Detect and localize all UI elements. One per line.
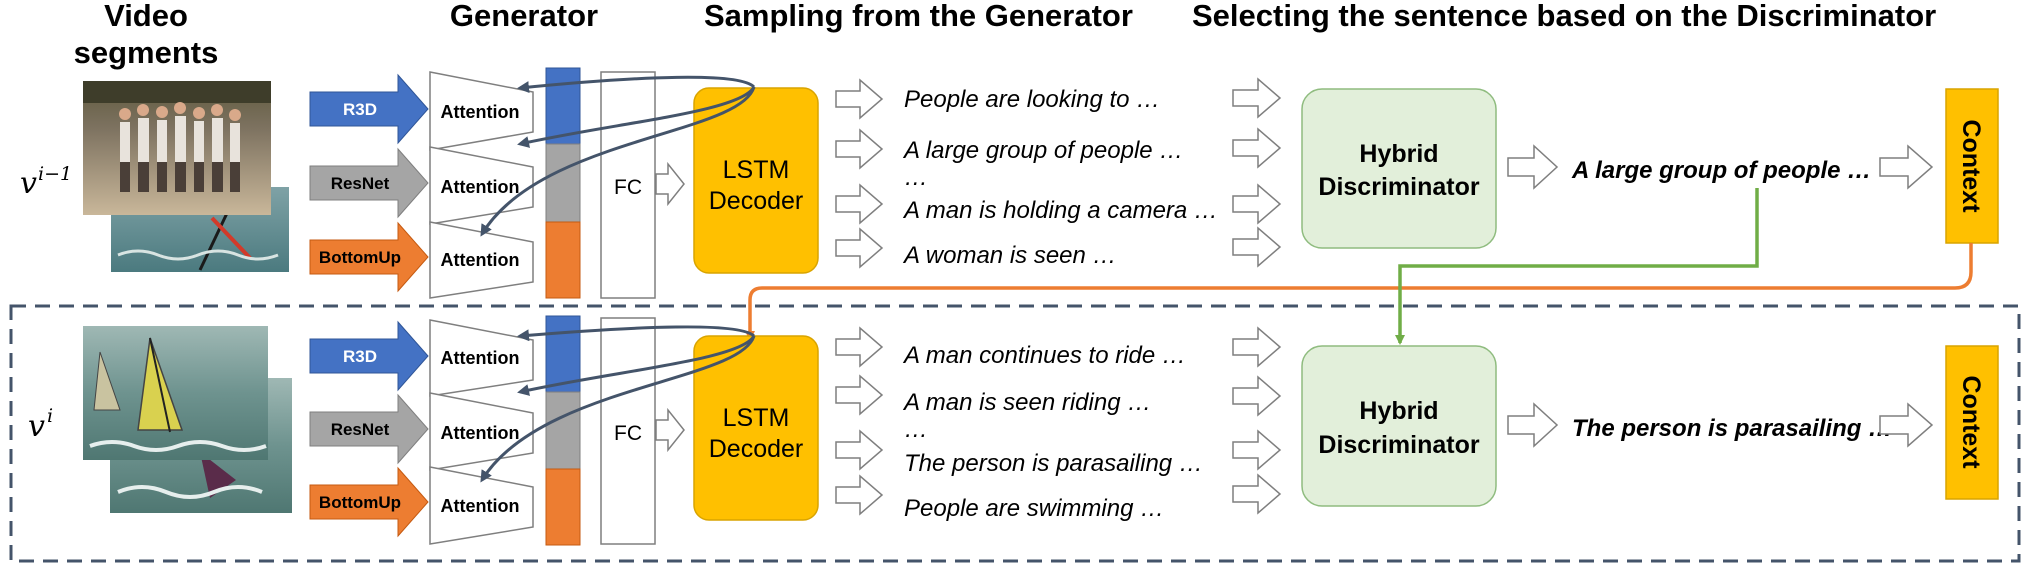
feature-label-r3d: R3D [343,100,377,119]
attention-label: Attention [441,177,520,197]
candidate-arrow [835,374,884,416]
candidate-arrow [835,227,884,269]
discriminator-input-arrows [1232,77,1282,268]
header-video-segments-line1: Video [104,0,188,33]
fc-layer: FC [600,317,685,545]
selection-arrow [1507,402,1559,448]
context-to-decoder-arrow [745,243,1973,341]
lstm-decoder: LSTM Decoder [693,335,819,521]
lstm-label-line2: Decoder [709,435,804,463]
header-sampling: Sampling from the Generator [704,0,1133,33]
hybrid-discriminator: Hybrid Discriminator [1301,345,1497,507]
context-label: Context [1957,119,1985,213]
attention-label: Attention [441,423,520,443]
attention-block-resnet: Attention [429,392,534,471]
video-frame-windsurf-front [83,326,268,460]
context-input-arrow [1879,402,1934,448]
candidate-arrow [835,474,884,516]
feature-label-resnet: ResNet [331,174,390,193]
feature-arrow-r3d: R3D [309,73,429,145]
candidate-arrow [835,78,884,120]
feature-arrow-resnet: ResNet [309,147,429,219]
candidate-sentence: A man is seen riding … [902,389,1151,416]
video-frame-group-beach [83,81,271,215]
lstm-label-line1: LSTM [723,156,790,184]
feature-concat-bar [545,67,581,299]
selected-sentence: A large group of people … [1571,157,1871,184]
segment-variable-superscript: i−1 [38,163,72,185]
discriminator-label-line1: Hybrid [1359,140,1438,168]
attention-block-bottomup: Attention [429,466,534,545]
segment-variable-superscript: i [47,405,53,427]
feature-label-bottomup: BottomUp [319,493,401,512]
lstm-decoder: LSTM Decoder [693,87,819,274]
attention-block-bottomup: Attention [429,221,534,299]
feature-concat-bar [545,315,581,546]
attention-label: Attention [441,348,520,368]
attention-label: Attention [441,102,520,122]
feature-arrow-r3d: R3D [309,320,429,392]
header-generator: Generator [450,0,598,33]
segment-variable-base: v [28,409,45,444]
header-video-segments-line2: segments [74,35,219,70]
candidate-arrow [835,128,884,170]
selection-arrow [1507,144,1559,190]
candidate-sentence: A woman is seen … [902,242,1117,269]
discriminator-input-arrows [1232,326,1282,515]
attention-label: Attention [441,250,520,270]
candidate-sentence: People are looking to … [904,86,1160,113]
candidate-ellipsis: … [904,416,928,443]
candidate-ellipsis: … [904,164,928,191]
candidate-sentences: A man continues to ride … A man is seen … [835,326,1203,522]
context-box: Context [1945,345,1999,500]
segment-variable: v i [28,405,53,444]
candidate-sentence: People are swimming … [904,495,1164,522]
discriminator-label-line1: Hybrid [1359,397,1438,425]
candidate-arrow [835,183,884,225]
selected-sentence: The person is parasailing … [1572,415,1892,442]
attention-block-r3d: Attention [429,319,534,397]
attention-label: Attention [441,496,520,516]
current-segment-frame [9,304,2021,563]
feature-arrow-bottomup: BottomUp [309,466,429,538]
feature-arrow-resnet: ResNet [309,393,429,465]
fc-layer: FC [600,71,685,299]
context-box: Context [1945,88,1999,244]
attention-block-resnet: Attention [429,146,534,225]
attention-block-r3d: Attention [429,71,534,151]
segment-variable: v i−1 [20,163,72,201]
fc-label: FC [614,422,642,445]
discriminator-label-line2: Discriminator [1318,431,1479,459]
row-current-segment: v i R3D ResNet BottomUp [28,315,1999,546]
attention-feedback-arrows [480,325,756,483]
candidate-arrow [835,429,884,471]
discriminator-label-line2: Discriminator [1318,173,1479,201]
feature-label-bottomup: BottomUp [319,248,401,267]
candidate-sentences: People are looking to … A large group of… [835,78,1218,269]
attention-feedback-arrows [480,75,756,237]
candidate-arrow [835,326,884,368]
context-input-arrow [1879,144,1934,190]
feature-label-resnet: ResNet [331,420,390,439]
hybrid-discriminator: Hybrid Discriminator [1301,88,1497,249]
context-label: Context [1957,375,1985,469]
segment-variable-base: v [20,166,37,201]
lstm-label-line1: LSTM [723,404,790,432]
selected-to-discriminator-arrow [1395,188,1759,345]
lstm-label-line2: Decoder [709,187,804,215]
candidate-sentence: A man continues to ride … [902,342,1186,369]
candidate-sentence: A large group of people … [902,137,1183,164]
feature-label-r3d: R3D [343,347,377,366]
candidate-sentence: A man is holding a camera … [902,197,1218,224]
header-selecting: Selecting the sentence based on the Disc… [1192,0,1936,33]
row-previous-segment: v i−1 [20,67,1999,299]
header-video-segments: Video segments [74,0,219,70]
candidate-sentence: The person is parasailing … [904,450,1203,477]
feature-arrow-bottomup: BottomUp [309,221,429,293]
fc-label: FC [614,176,642,199]
